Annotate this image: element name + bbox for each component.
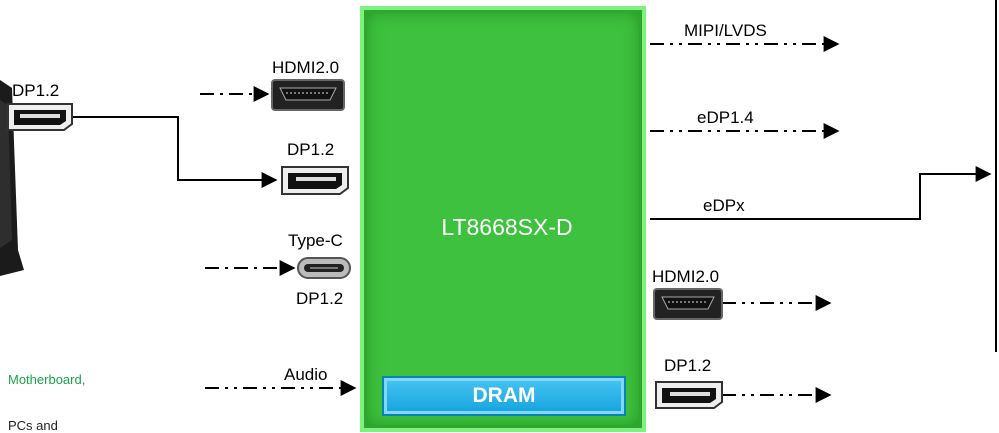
input-dp-label: DP1.2: [287, 141, 334, 158]
input-hdmi-label: HDMI2.0: [272, 59, 339, 76]
chip-block: LT8668SX-D DRAM: [360, 6, 646, 432]
hdmi-port-icon: [272, 80, 344, 110]
usb-c-port-icon: [298, 258, 350, 278]
dp-port-icon: [8, 104, 72, 130]
edpx-out-arrow: [650, 174, 990, 219]
output-hdmi-label: HDMI2.0: [652, 268, 719, 285]
side-text-pcs: PCs and: [8, 418, 58, 433]
input-typec-sub-label: DP1.2: [296, 290, 343, 307]
dp-cable-line: [72, 117, 276, 180]
left-dp-label: DP1.2: [12, 82, 59, 99]
chip-name: LT8668SX-D: [364, 214, 650, 241]
dram-block: DRAM: [382, 376, 626, 416]
output-dp-label: DP1.2: [664, 357, 711, 374]
input-audio-label: Audio: [284, 366, 327, 383]
input-typec-label: Type-C: [288, 232, 343, 249]
output-edp14-label: eDP1.4: [697, 109, 754, 126]
hdmi-port-icon: [654, 289, 722, 319]
output-edpx-label: eDPx: [703, 197, 745, 214]
side-text-motherboard: Motherboard,: [8, 372, 85, 387]
output-mipi-label: MIPI/LVDS: [684, 22, 767, 39]
dp-port-icon: [282, 167, 348, 194]
dp-port-icon: [656, 382, 722, 408]
